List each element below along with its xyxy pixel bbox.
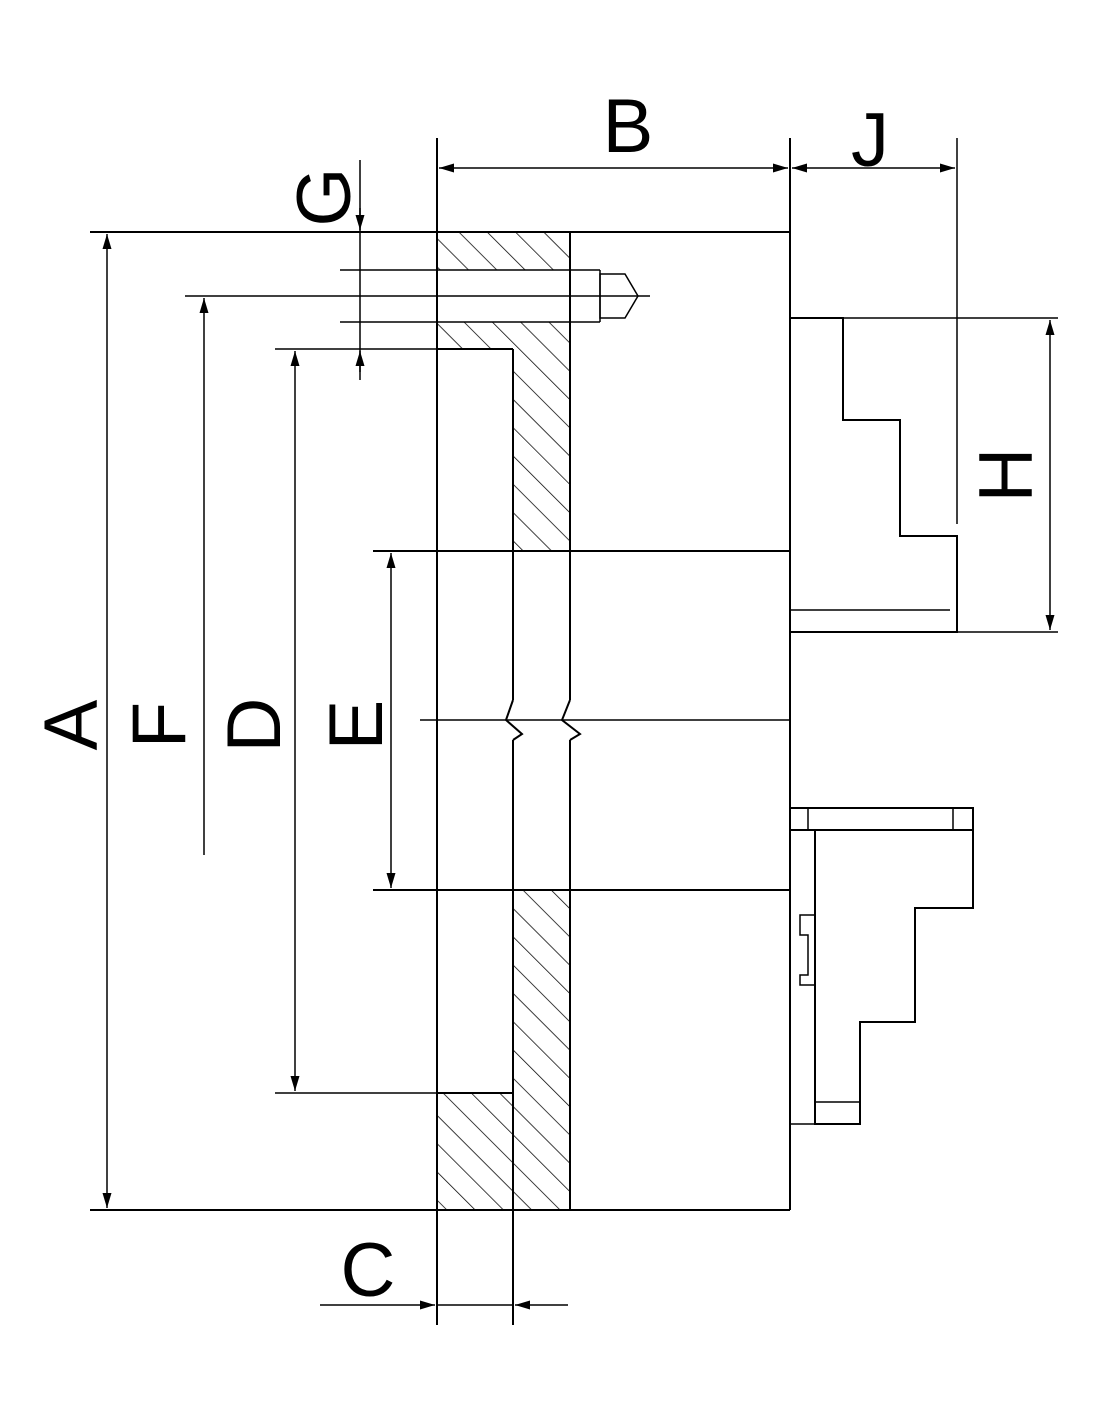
dimension-lines	[102, 160, 1055, 1310]
center-bore	[373, 550, 790, 891]
dim-label-j: J	[851, 98, 889, 183]
lower-jaw	[789, 807, 974, 1125]
dimension-labels: B J C G H A F D E	[29, 84, 1049, 1313]
dim-label-a: A	[29, 699, 114, 750]
chuck-body	[90, 138, 791, 1325]
dim-label-d: D	[212, 698, 297, 753]
upper-jaw	[790, 138, 1058, 633]
dim-label-b: B	[603, 84, 654, 169]
dim-label-g: G	[282, 167, 367, 226]
dim-label-c: C	[341, 1228, 396, 1313]
dim-label-e: E	[314, 700, 399, 751]
mounting-bolt	[185, 269, 650, 323]
hatched-section	[437, 232, 570, 1210]
dim-label-h: H	[964, 448, 1049, 503]
dim-label-f: F	[117, 702, 202, 748]
